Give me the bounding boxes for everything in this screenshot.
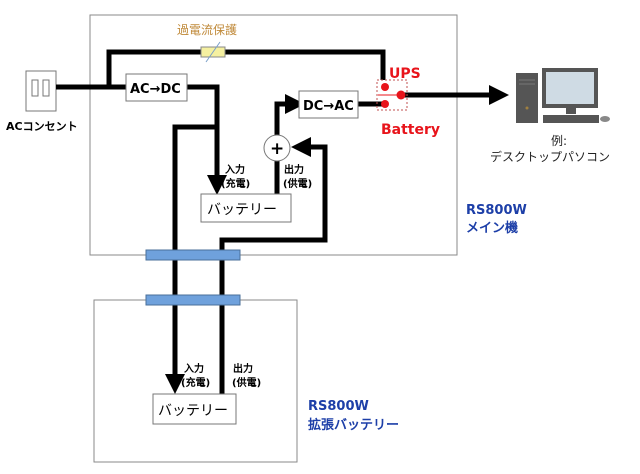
- wire-to-dcac: [274, 94, 305, 135]
- ext-input-label: 入力: [184, 362, 204, 375]
- connector-bottom: [145, 294, 241, 306]
- desktop-pc-icon: [516, 68, 610, 123]
- main-unit-name: メイン機: [466, 220, 518, 236]
- plus-junction: [263, 134, 291, 162]
- ext-input-sub: (充電): [181, 376, 210, 389]
- main-output-sub: (供電): [283, 177, 312, 190]
- ac-dc-converter: [125, 73, 188, 102]
- wire-ext-out: [219, 137, 328, 395]
- battery-switch-label: Battery: [381, 122, 440, 138]
- wire-bypass: [106, 49, 386, 87]
- ups-switch: [376, 79, 408, 111]
- dc-ac-converter: [298, 90, 359, 119]
- outlet-label: ACコンセント: [6, 120, 78, 133]
- dc-ac-label: DC→AC: [303, 99, 354, 114]
- ups-label: UPS: [389, 66, 421, 82]
- device-example-label: 例:: [551, 134, 567, 148]
- main-battery-label: バッテリー: [207, 202, 277, 218]
- wire-charge: [187, 84, 227, 195]
- ac-outlet-icon: [25, 70, 57, 112]
- main-unit-model: RS800W: [466, 203, 527, 218]
- ext-unit-frame: [93, 299, 298, 463]
- ext-unit-name: 拡張バッテリー: [308, 417, 399, 433]
- ext-battery-label: バッテリー: [158, 403, 228, 419]
- overcurrent-label: 過電流保護: [177, 22, 237, 37]
- main-input-label: 入力: [225, 163, 245, 176]
- main-output-label: 出力: [284, 163, 304, 176]
- plus-label: +: [270, 139, 284, 159]
- device-name: デスクトップパソコン: [490, 149, 610, 164]
- connector-top: [145, 249, 241, 261]
- ac-dc-label: AC→DC: [130, 82, 181, 97]
- fuse-icon: [200, 41, 226, 63]
- ext-output-sub: (供電): [232, 376, 261, 389]
- ext-output-label: 出力: [233, 362, 253, 375]
- main-input-sub: (充電): [221, 177, 250, 190]
- ext-unit-model: RS800W: [308, 399, 369, 414]
- main-battery: [200, 193, 292, 223]
- ext-battery: [152, 393, 237, 425]
